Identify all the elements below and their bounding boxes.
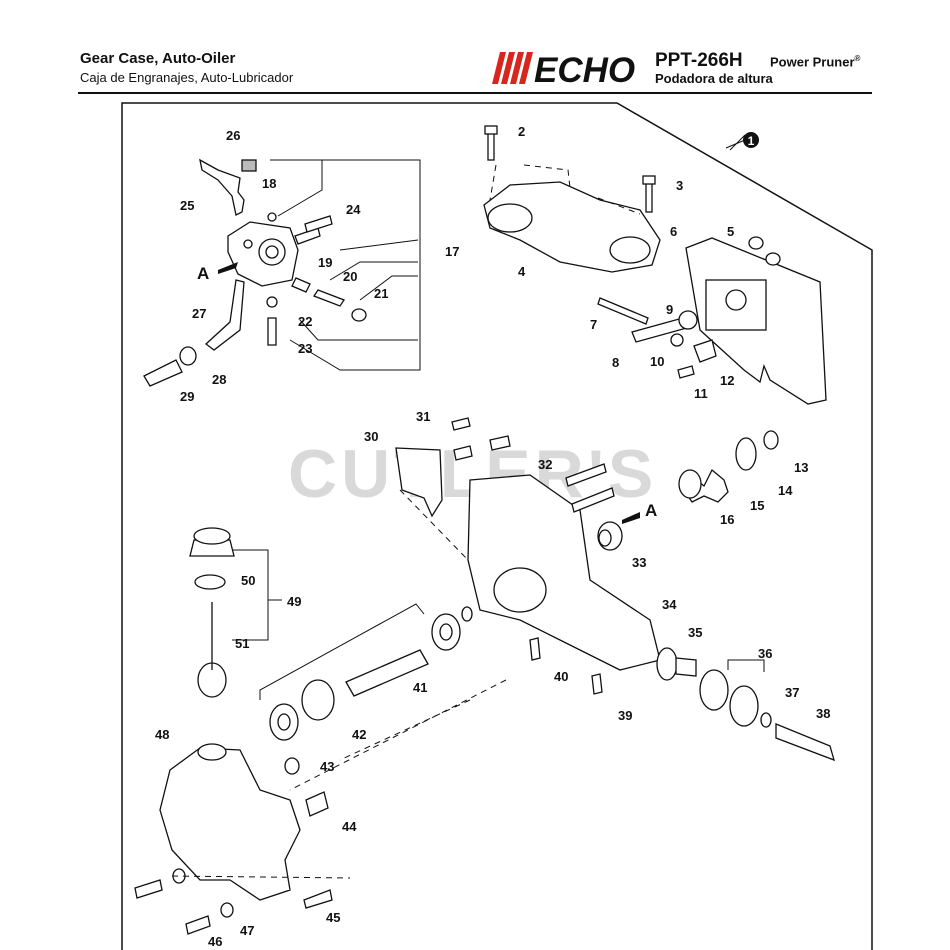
ref-a-arrow-icon bbox=[218, 262, 640, 524]
part-label-6: 6 bbox=[670, 224, 677, 239]
part-label-21: 21 bbox=[374, 286, 388, 301]
part-label-10: 10 bbox=[650, 354, 664, 369]
page-title: Gear Case, Auto-Oiler bbox=[80, 50, 236, 67]
part-label-18: 18 bbox=[262, 176, 276, 191]
part-label-15: 15 bbox=[750, 498, 764, 513]
part-label-5: 5 bbox=[727, 224, 734, 239]
part-label-29: 29 bbox=[180, 389, 194, 404]
part-label-48: 48 bbox=[155, 727, 169, 742]
assembly-callout: 1 bbox=[748, 134, 755, 148]
part-label-20: 20 bbox=[343, 269, 357, 284]
part-label-16: 16 bbox=[720, 512, 734, 527]
part-label-50: 50 bbox=[241, 573, 255, 588]
page-subtitle: Caja de Engranajes, Auto-Lubricador bbox=[80, 70, 294, 85]
part-label-30: 30 bbox=[364, 429, 378, 444]
part-label-19: 19 bbox=[318, 255, 332, 270]
part-label-46: 46 bbox=[208, 934, 222, 949]
ref-a-top: A bbox=[197, 264, 209, 283]
part-label-36: 36 bbox=[758, 646, 772, 661]
part-label-17: 17 bbox=[445, 244, 459, 259]
header-rule bbox=[78, 92, 872, 94]
part-label-7: 7 bbox=[590, 317, 597, 332]
part-label-2: 2 bbox=[518, 124, 525, 139]
gear-case-assembly bbox=[395, 417, 835, 762]
part-label-9: 9 bbox=[666, 302, 673, 317]
part-label-23: 23 bbox=[298, 341, 312, 356]
part-label-4: 4 bbox=[518, 264, 526, 279]
part-label-45: 45 bbox=[326, 910, 340, 925]
part-label-3: 3 bbox=[676, 178, 683, 193]
part-label-8: 8 bbox=[612, 355, 619, 370]
oil-tank-assembly bbox=[134, 743, 333, 935]
echo-logo: ECHO bbox=[492, 51, 635, 86]
brand-wordmark: ECHO bbox=[534, 51, 635, 86]
part-label-35: 35 bbox=[688, 625, 702, 640]
part-label-43: 43 bbox=[320, 759, 334, 774]
part-label-40: 40 bbox=[554, 669, 568, 684]
part-label-49: 49 bbox=[287, 594, 301, 609]
part-label-11: 11 bbox=[694, 386, 708, 401]
part-label-32: 32 bbox=[538, 457, 552, 472]
brand-stripes-icon bbox=[492, 52, 533, 84]
shaft-assembly bbox=[189, 527, 473, 741]
part-label-28: 28 bbox=[212, 372, 226, 387]
part-label-47: 47 bbox=[240, 923, 254, 938]
part-label-33: 33 bbox=[632, 555, 646, 570]
part-label-26: 26 bbox=[226, 128, 240, 143]
model-number: PPT-266H bbox=[655, 50, 743, 71]
part-number-labels: 2345678910111213141516171819202122232425… bbox=[155, 124, 830, 949]
part-label-51: 51 bbox=[235, 636, 249, 651]
part-label-34: 34 bbox=[662, 597, 677, 612]
registered-mark: ® bbox=[854, 54, 861, 63]
part-label-13: 13 bbox=[794, 460, 808, 475]
part-label-37: 37 bbox=[785, 685, 799, 700]
part-label-31: 31 bbox=[416, 409, 430, 424]
part-label-14: 14 bbox=[778, 483, 793, 498]
model-description: Power Pruner® bbox=[770, 54, 860, 69]
part-label-25: 25 bbox=[180, 198, 194, 213]
part-label-22: 22 bbox=[298, 314, 312, 329]
assembly-callout-icon bbox=[743, 132, 759, 148]
diagram-frame bbox=[121, 102, 873, 950]
model-subtitle: Podadora de altura bbox=[655, 71, 773, 86]
oil-pump-assembly bbox=[143, 158, 367, 387]
part-label-41: 41 bbox=[413, 680, 427, 695]
part-label-24: 24 bbox=[346, 202, 361, 217]
ref-a-mid: A bbox=[645, 501, 657, 520]
part-label-44: 44 bbox=[342, 819, 357, 834]
part-label-42: 42 bbox=[352, 727, 366, 742]
part-label-12: 12 bbox=[720, 373, 734, 388]
part-label-27: 27 bbox=[192, 306, 206, 321]
part-label-38: 38 bbox=[816, 706, 830, 721]
upper-housing-assembly bbox=[483, 125, 827, 405]
model-desc-text: Power Pruner bbox=[770, 54, 855, 70]
part-label-39: 39 bbox=[618, 708, 632, 723]
